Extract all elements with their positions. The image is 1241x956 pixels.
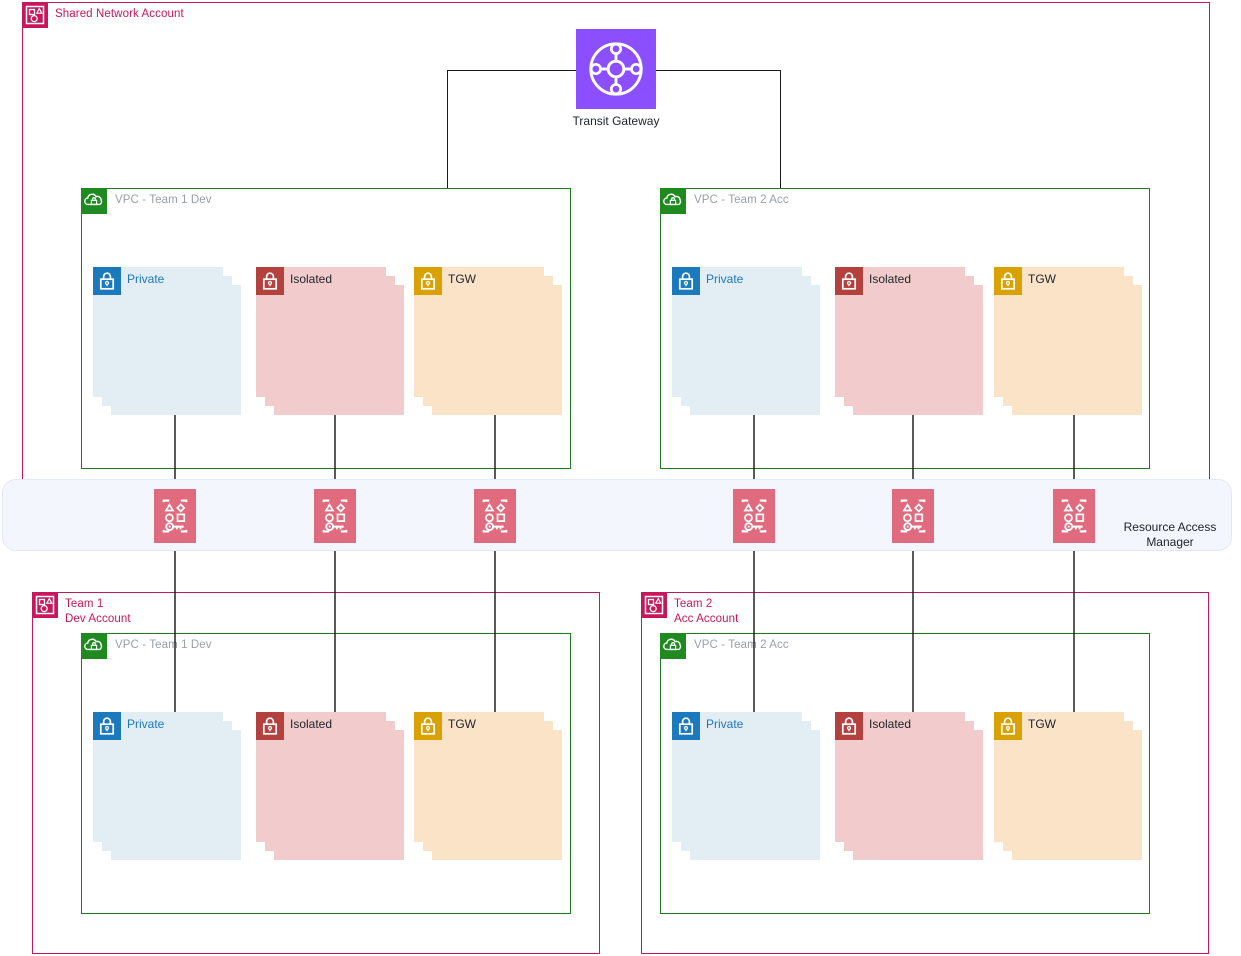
lock-icon [256,712,284,740]
team-1-dev-account-title: Team 1 Dev Account [65,598,131,625]
subnet-label: Isolated [869,272,912,286]
subnet-label: Isolated [290,272,333,286]
subnet-label: Isolated [290,717,333,731]
lock-icon [93,712,121,740]
tgw-to-vpc2-line [780,70,782,188]
lock-icon [835,267,863,295]
lock-icon [414,712,442,740]
vpc-icon [660,188,686,214]
lock-icon [414,267,442,295]
team-1-dev-account: Team 1 Dev Account [32,592,600,954]
resource-access-manager-icon [474,489,516,543]
lock-icon [835,712,863,740]
vpc-team-1-dev-member: VPC - Team 1 Dev [81,633,571,914]
aws-account-icon [22,2,48,28]
lock-icon [93,267,121,295]
subnet-label: Isolated [869,717,912,731]
vpc-team-2-acc-shared-title: VPC - Team 2 Acc [694,194,789,206]
resource-access-manager-icon [733,489,775,543]
lock-icon [256,267,284,295]
resource-access-manager-band [2,479,1232,551]
aws-account-icon [641,592,667,618]
subnet-label: Private [127,717,165,731]
subnet-label: Private [127,272,165,286]
subnet-label: Private [706,272,744,286]
tgw-to-vpc1-line [447,70,449,188]
resource-access-manager-icon [314,489,356,543]
transit-gateway-icon [576,29,656,109]
subnet-label: TGW [1028,272,1056,286]
vpc-team-2-acc-shared: VPC - Team 2 Acc [660,188,1150,469]
team-2-acc-account-title: Team 2 Acc Account [674,598,739,625]
resource-access-manager-icon [1053,489,1095,543]
vpc-team-2-acc-member: VPC - Team 2 Acc [660,633,1150,914]
subnet-label: TGW [1028,717,1056,731]
vpc-icon [660,633,686,659]
lock-icon [994,267,1022,295]
vpc-icon [81,188,107,214]
vpc-icon [81,633,107,659]
team-2-acc-account: Team 2 Acc Account [641,592,1209,954]
subnet-label: TGW [448,272,476,286]
transit-gateway-label: Transit Gateway [572,114,660,128]
resource-access-manager-icon [154,489,196,543]
aws-account-icon [32,592,58,618]
resource-access-manager-label: Resource Access Manager [1123,520,1217,549]
vpc-team-1-dev-member-title: VPC - Team 1 Dev [115,639,212,651]
vpc-team-1-dev-shared-title: VPC - Team 1 Dev [115,194,212,206]
subnet-label: TGW [448,717,476,731]
subnet-label: Private [706,717,744,731]
resource-access-manager-icon [892,489,934,543]
vpc-team-2-acc-member-title: VPC - Team 2 Acc [694,639,789,651]
lock-icon [672,267,700,295]
vpc-team-1-dev-shared: VPC - Team 1 Dev [81,188,571,469]
lock-icon [994,712,1022,740]
lock-icon [672,712,700,740]
shared-network-account-title: Shared Network Account [55,8,184,20]
